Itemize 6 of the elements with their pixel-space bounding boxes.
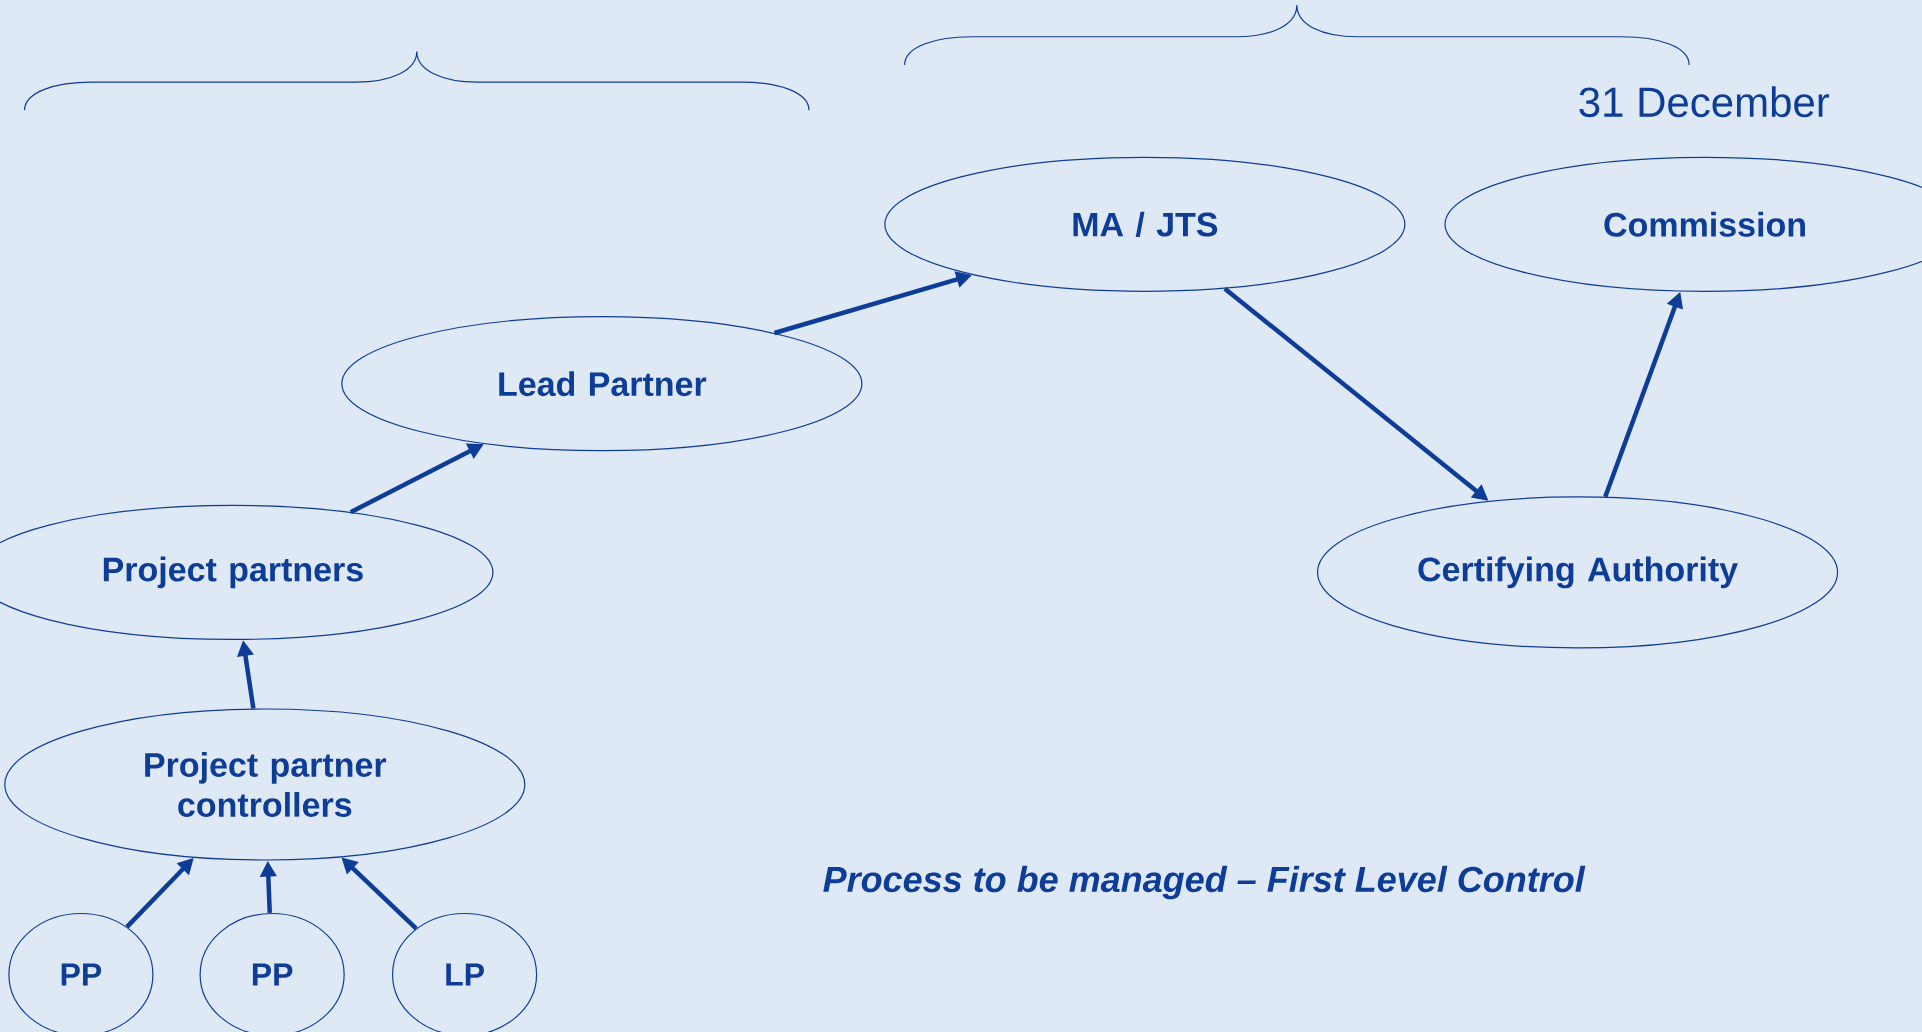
ellipse-node: Certifying Authority: [1316, 496, 1839, 649]
ellipse-node: Project partner controllers: [4, 708, 526, 861]
ellipse-node: Lead Partner: [341, 316, 863, 452]
date-label: 31 December: [1579, 86, 1830, 118]
ellipse-node: MA / JTS: [884, 156, 1406, 292]
note-text: Process to be managed – First Level Control: [823, 865, 1586, 900]
